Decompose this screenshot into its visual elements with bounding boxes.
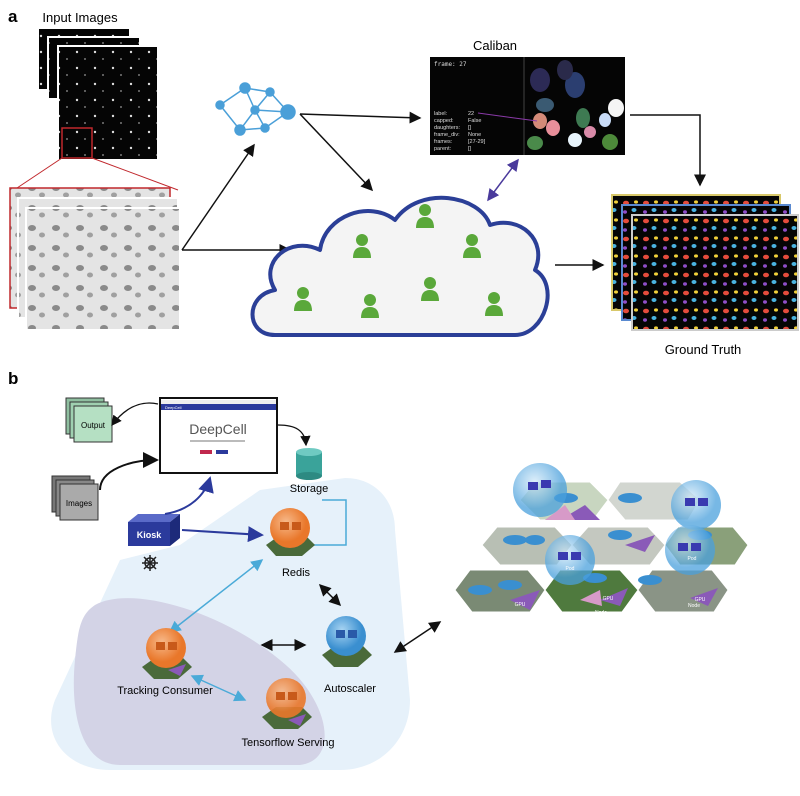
tensorflow-serving-label: Tensorflow Serving	[242, 737, 335, 749]
double-arrow-redis-tracking	[168, 559, 264, 633]
person-icon	[416, 204, 434, 228]
arrow-to-network	[181, 143, 255, 251]
field-key: capped:	[434, 118, 454, 124]
redis-label: Redis	[282, 567, 311, 579]
field-value: []	[468, 146, 472, 152]
output-stack: Output	[65, 397, 113, 443]
deepcell-blue-button	[216, 450, 228, 454]
gpu-label: GPU	[603, 596, 614, 602]
arrow-kiosk-to-redis	[181, 526, 264, 543]
field-value: False	[468, 118, 481, 124]
node-label: Node	[595, 610, 607, 616]
person-icon	[294, 287, 312, 311]
neural-network-icon	[215, 82, 296, 136]
field-key: parent:	[434, 146, 452, 152]
arrow-to-output	[111, 402, 159, 427]
pod-sphere	[513, 463, 567, 517]
autoscaler-pod	[322, 616, 372, 667]
gpu-label: GPU	[695, 597, 706, 603]
pod-sphere	[671, 480, 721, 530]
pod-label: Pod	[566, 566, 575, 572]
double-arrow-autoscaler-cluster	[393, 621, 442, 653]
images-stack: Images	[51, 475, 99, 521]
images-label: Images	[66, 499, 92, 508]
arrow-network-to-caliban	[299, 111, 422, 124]
autoscaler-label: Autoscaler	[324, 683, 376, 695]
input-images-label: Input Images	[42, 10, 118, 25]
helm-wheel-icon	[142, 555, 158, 571]
storage-redis-link	[310, 499, 347, 546]
field-key: frame_div:	[434, 132, 460, 138]
segmented-cells	[527, 60, 624, 150]
redis-pod	[266, 508, 315, 556]
person-icon	[485, 292, 503, 316]
person-icon	[421, 277, 439, 301]
arrow-web-to-storage	[277, 424, 311, 447]
person-icon	[353, 234, 371, 258]
annotator-people	[294, 204, 503, 318]
node-label: Node	[688, 603, 700, 609]
double-arrow-cloud-caliban	[487, 158, 519, 202]
field-key: label:	[434, 111, 448, 117]
tracking-consumer-label: Tracking Consumer	[117, 685, 213, 697]
arrow-kiosk-to-web	[164, 476, 214, 515]
input-image-stack	[37, 27, 159, 161]
zoom-line	[91, 157, 179, 191]
panel-a-label: a	[8, 7, 18, 26]
double-arrow-tracking-tf	[190, 674, 247, 702]
kiosk-label: Kiosk	[137, 530, 163, 540]
storage-label: Storage	[290, 483, 329, 495]
gpu-label: GPU	[515, 602, 526, 608]
kiosk-box: Kiosk	[128, 514, 180, 546]
ground-truth-label: Ground Truth	[665, 342, 742, 357]
deepcell-web-app: DeepCell DeepCell	[159, 397, 278, 474]
tensorflow-serving-pod	[262, 678, 312, 729]
field-value: None	[468, 132, 481, 138]
storage-icon	[296, 448, 322, 480]
pod-sphere	[545, 535, 595, 585]
caliban-frame: frame: 27	[434, 61, 467, 68]
ground-truth-stack	[611, 194, 799, 331]
pod-sphere	[665, 525, 715, 575]
arrow-caliban-to-ground-truth	[630, 114, 706, 187]
deepcell-title: DeepCell	[189, 421, 247, 437]
crowd-cloud	[250, 195, 550, 337]
caliban-label: Caliban	[473, 38, 517, 53]
zoom-line	[13, 157, 63, 191]
field-key: daughters:	[434, 125, 460, 131]
panel-b-label: b	[8, 369, 18, 388]
field-key: frames:	[434, 139, 453, 145]
pod-label: Pod	[688, 556, 697, 562]
person-icon	[361, 294, 379, 318]
caliban-screen: frame: 27 label: 22 capped: False daughter…	[430, 57, 625, 155]
field-value: []	[468, 125, 472, 131]
zoomed-grayscale-stack	[9, 187, 181, 331]
arrow-images-to-web	[99, 452, 159, 491]
output-label: Output	[81, 421, 106, 430]
person-icon	[463, 234, 481, 258]
kubernetes-cluster: Pod Pod GPU GPU GPU Node Node Node	[454, 463, 749, 619]
double-arrow-redis-autoscaler	[318, 583, 342, 607]
field-value: 22	[468, 111, 474, 117]
arrow-network-to-cloud	[299, 113, 374, 192]
crop-box	[61, 127, 93, 159]
tracking-consumer-pod	[142, 628, 192, 679]
node-label: Node	[510, 613, 522, 619]
deepcell-brand: DeepCell	[165, 405, 182, 410]
deepcell-red-button	[200, 450, 212, 454]
field-value: [27-29]	[468, 139, 486, 145]
